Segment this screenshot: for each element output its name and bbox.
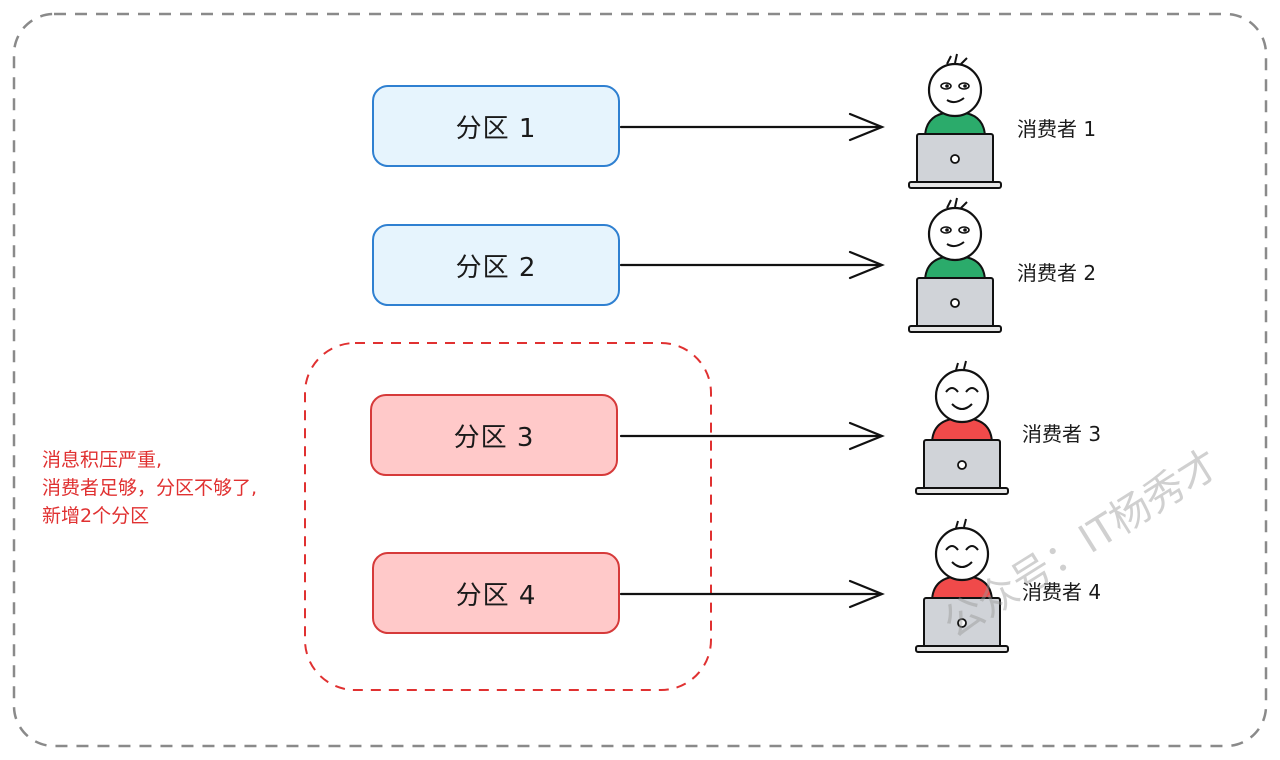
consumer-2-icon — [908, 197, 1002, 333]
consumer-3-label: 消费者 3 — [1022, 422, 1102, 446]
partition-1-box: 分区 1 — [372, 85, 620, 167]
consumer-1-label: 消费者 1 — [1017, 117, 1097, 141]
arrow-partition-3 — [619, 421, 885, 451]
consumer-4-label: 消费者 4 — [1022, 580, 1102, 604]
consumer-3-icon — [915, 360, 1009, 495]
backlog-note-line-2: 消费者足够，分区不够了, — [42, 477, 258, 499]
consumer-1-icon — [908, 53, 1002, 189]
consumer-4-icon — [915, 518, 1009, 653]
backlog-note-line-1: 消息积压严重, — [42, 449, 163, 471]
backlog-note: 消息积压严重, 消费者足够，分区不够了, 新增2个分区 — [42, 446, 312, 530]
arrow-partition-2 — [619, 250, 885, 280]
partition-2-box: 分区 2 — [372, 224, 620, 306]
partition-4-label: 分区 4 — [455, 580, 537, 611]
arrow-partition-4 — [619, 579, 885, 609]
outer-dashed-border — [12, 12, 1268, 748]
backlog-note-line-3: 新增2个分区 — [42, 505, 150, 527]
partition-4-box: 分区 4 — [372, 552, 620, 634]
partition-3-box: 分区 3 — [370, 394, 618, 476]
consumer-2-label: 消费者 2 — [1017, 261, 1097, 285]
new-partitions-group-border — [304, 342, 712, 691]
partition-3-label: 分区 3 — [453, 422, 535, 453]
partition-1-label: 分区 1 — [455, 113, 537, 144]
arrow-partition-1 — [619, 112, 885, 142]
partition-2-label: 分区 2 — [455, 252, 537, 283]
